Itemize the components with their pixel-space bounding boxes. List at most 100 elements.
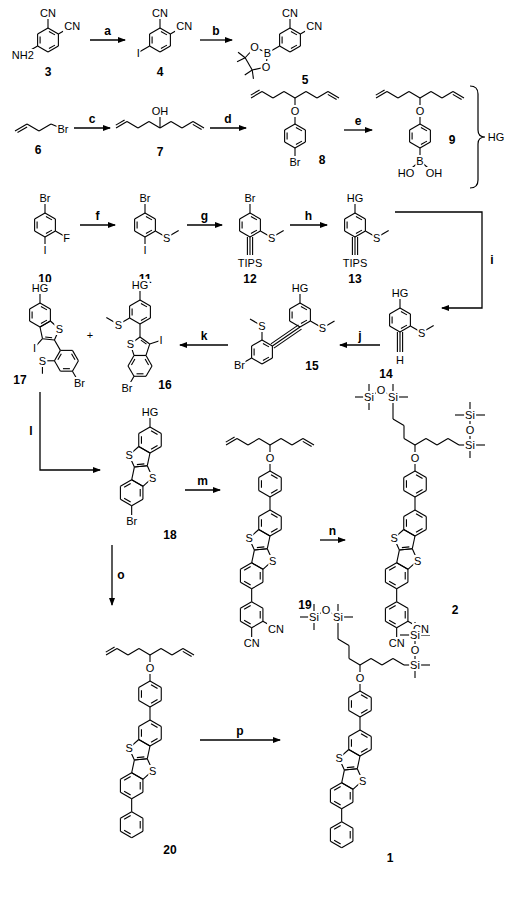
bond [30, 321, 40, 327]
bond [398, 92, 409, 99]
bond [147, 746, 150, 759]
bond [365, 219, 366, 231]
compound: 16 [92, 282, 180, 394]
bond [356, 216, 362, 219]
bond [389, 606, 396, 610]
atom-label: HG [346, 192, 365, 204]
bond [134, 376, 146, 377]
bond [420, 92, 431, 99]
bond [347, 766, 354, 768]
bond [259, 491, 270, 498]
bond [420, 142, 430, 148]
atom-label: F [62, 232, 71, 244]
bond [54, 361, 60, 371]
bond [132, 499, 143, 506]
bond [128, 356, 134, 366]
reaction-arrow [340, 344, 380, 345]
bond [252, 602, 263, 609]
bond [46, 216, 52, 219]
bond [139, 681, 150, 688]
reagent-letter: a [103, 25, 112, 38]
bond [385, 608, 386, 621]
bond [421, 127, 427, 130]
bond [120, 779, 121, 792]
bond [171, 122, 182, 129]
bond [170, 34, 171, 46]
bond [401, 311, 407, 314]
bond [259, 471, 270, 478]
bond [117, 649, 128, 656]
bond [400, 326, 410, 332]
bond [38, 28, 48, 34]
bond [360, 711, 371, 718]
compound: 18 [100, 400, 185, 545]
bond [406, 519, 407, 527]
atom-label: S [417, 327, 426, 339]
bond [30, 303, 40, 309]
bond [347, 222, 348, 229]
compound-number: 16 [158, 379, 171, 392]
bond [250, 213, 260, 219]
atom-label: S [389, 532, 398, 544]
atom-label: O [265, 452, 276, 464]
bond [360, 750, 371, 757]
bond [152, 37, 153, 44]
bond [46, 230, 52, 233]
bond [290, 28, 300, 34]
bond [150, 447, 161, 454]
atom-label: CN [267, 623, 285, 635]
bond [296, 141, 302, 144]
bond [140, 300, 150, 306]
bond [151, 685, 158, 689]
bond [295, 124, 305, 130]
bond [409, 92, 420, 99]
bond [139, 740, 150, 747]
bond [139, 649, 150, 656]
bond [251, 346, 252, 358]
atom-label: S [334, 752, 343, 764]
bond [193, 122, 204, 129]
compound: 9 [372, 86, 468, 186]
atom-label: I [159, 334, 164, 346]
bond [160, 46, 170, 52]
bond [40, 321, 50, 327]
bond [132, 760, 135, 773]
bond [349, 711, 360, 718]
reagent-letter: k [200, 330, 209, 343]
bond [289, 309, 290, 321]
bond [138, 434, 139, 447]
bond [183, 649, 194, 656]
atom-label: Si [409, 659, 421, 671]
compound-number: 14 [379, 368, 392, 381]
bond [345, 231, 355, 237]
bond [127, 122, 138, 129]
atom-label: O [321, 604, 332, 616]
bond [250, 231, 260, 237]
bond [273, 92, 284, 99]
compound-number: 2 [452, 604, 459, 617]
bond [259, 530, 270, 537]
bond [415, 439, 426, 446]
bond [139, 720, 150, 727]
bond [263, 343, 269, 346]
bond [390, 308, 400, 314]
bond [151, 724, 158, 728]
bond [60, 371, 72, 372]
bond [426, 517, 427, 530]
bond [151, 431, 158, 435]
bond [287, 133, 288, 140]
bond [407, 569, 408, 582]
bond [415, 530, 426, 537]
bond [145, 231, 155, 237]
reagent-letter: i [489, 254, 494, 267]
reagent-letter: c [88, 113, 97, 126]
brace [470, 86, 485, 188]
bond [132, 773, 143, 780]
bond [38, 46, 48, 52]
bond [116, 120, 125, 125]
bond [131, 799, 132, 812]
atom-label: OH [151, 105, 170, 117]
bond [301, 306, 307, 309]
